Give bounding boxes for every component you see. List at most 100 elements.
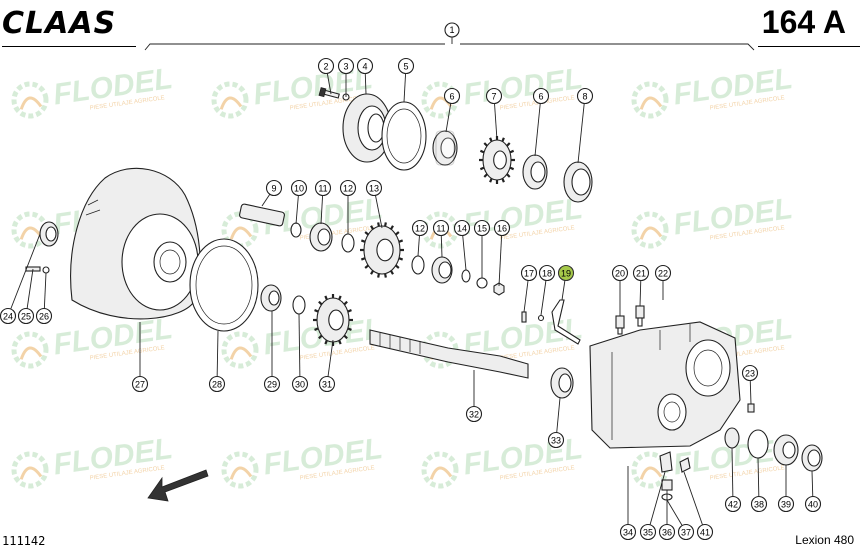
callout-number: 27 [135, 380, 145, 390]
callout-35: 35 [639, 523, 657, 541]
callout-8: 8 [576, 87, 594, 105]
callout-number: 22 [658, 269, 668, 279]
part-oring-38 [747, 429, 769, 459]
part-gasket-5 [381, 101, 427, 171]
callout-number: 9 [271, 184, 276, 194]
callout-29: 29 [263, 375, 281, 393]
callout-number: 37 [681, 528, 691, 538]
leader-line [7, 233, 41, 317]
part-washer-18 [537, 314, 545, 322]
gear-icon [421, 451, 459, 489]
callout-number: 38 [754, 500, 764, 510]
callout-30: 30 [291, 375, 309, 393]
callout-20: 20 [611, 264, 629, 282]
callout-28: 28 [208, 375, 226, 393]
callout-assembly: 1 [444, 22, 460, 38]
part-ring-30 [292, 295, 306, 315]
part-fitting-35 [659, 451, 673, 473]
callout-number: 18 [542, 269, 552, 279]
callout-41: 41 [696, 523, 714, 541]
callout-number: 2 [323, 62, 328, 72]
part-washer-15 [476, 277, 488, 289]
callout-42: 42 [724, 495, 742, 513]
callout-number: 28 [212, 380, 222, 390]
callout-15: 15 [473, 219, 491, 237]
callout-number: 29 [267, 380, 277, 390]
callout-17: 17 [520, 264, 538, 282]
part-gear-31 [313, 294, 353, 346]
callout-3: 3 [337, 57, 355, 75]
callout-number: 16 [497, 224, 507, 234]
gear-icon [631, 211, 669, 249]
part-bracket-19 [551, 299, 581, 345]
leader-line [498, 227, 503, 287]
part-bearing-11b [431, 256, 453, 284]
callout-number: 41 [700, 528, 710, 538]
callout-number: 21 [636, 269, 646, 279]
callout-25: 25 [17, 307, 35, 325]
callout-number: 13 [369, 184, 379, 194]
callout-18: 18 [538, 264, 556, 282]
callout-23: 23 [741, 364, 759, 382]
part-seal-24 [39, 221, 59, 247]
gear-icon [211, 81, 249, 119]
gear-icon [11, 451, 49, 489]
part-gasket-28 [189, 238, 259, 332]
leader-line [298, 313, 301, 385]
callout-number: 34 [623, 528, 633, 538]
callout-5: 5 [397, 57, 415, 75]
gear-icon [221, 331, 259, 369]
callout-number: 39 [781, 500, 791, 510]
part-circlip-10 [290, 222, 302, 238]
part-bearing-33 [550, 367, 574, 399]
callout-number: 4 [362, 62, 367, 72]
callout-number: 33 [551, 436, 561, 446]
callout-number: 11 [318, 184, 327, 194]
part-collar-8 [563, 161, 593, 203]
part-shaft-32 [369, 329, 529, 379]
callout-number: 30 [295, 380, 305, 390]
callout-6: 6 [443, 87, 461, 105]
callout-38: 38 [750, 495, 768, 513]
callout-14: 14 [453, 219, 471, 237]
part-screw-23 [747, 403, 755, 413]
part-seal-40 [801, 444, 823, 472]
part-flange-4 [342, 93, 392, 163]
callout-26: 26 [35, 307, 53, 325]
callout-number: 6 [538, 92, 543, 102]
part-sensor-21 [635, 305, 645, 327]
leader-line [534, 95, 542, 157]
callout-number: 15 [477, 224, 487, 234]
callout-33: 33 [547, 431, 565, 449]
callout-34: 34 [619, 523, 637, 541]
part-ring-14 [461, 269, 471, 283]
part-bearing-6b [522, 154, 548, 190]
part-shaft-9 [239, 203, 285, 227]
callout-36: 36 [658, 523, 676, 541]
gear-icon [11, 331, 49, 369]
callout-12: 12 [411, 219, 429, 237]
callout-39: 39 [777, 495, 795, 513]
plate-number: 164 A [761, 4, 846, 40]
callout-number: 24 [3, 312, 13, 322]
callout-4: 4 [356, 57, 374, 75]
part-gear-13 [360, 222, 404, 278]
callout-7: 7 [485, 87, 503, 105]
leader-line [647, 471, 666, 533]
callout-number: 12 [415, 224, 425, 234]
part-bolt-17 [521, 311, 527, 323]
callout-number: 6 [449, 92, 454, 102]
callout-number: 23 [745, 369, 755, 379]
callout-number: 36 [662, 528, 672, 538]
part-housing-27 [70, 167, 201, 320]
callout-27: 27 [131, 375, 149, 393]
part-vent-41 [679, 457, 691, 473]
callout-number: 12 [343, 184, 353, 194]
